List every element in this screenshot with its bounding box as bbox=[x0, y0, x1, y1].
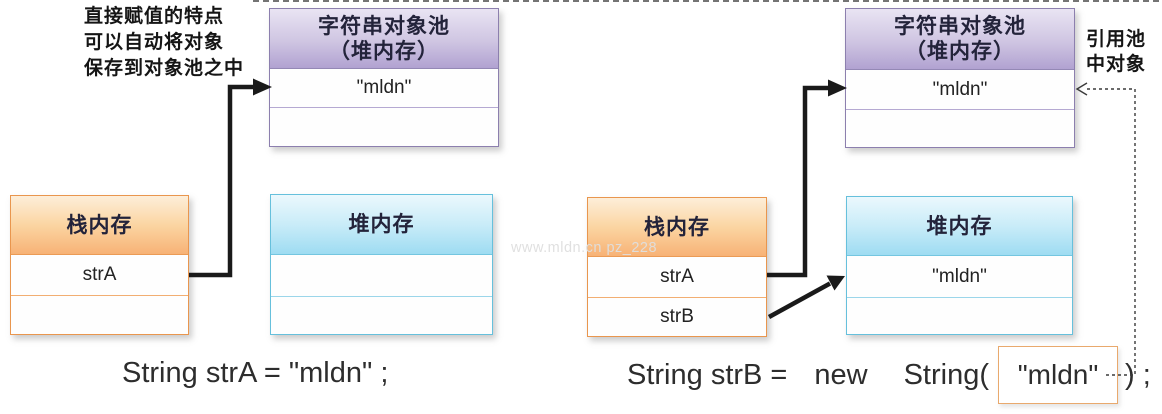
top-edge-line bbox=[253, 0, 1159, 2]
left-heap-box: 堆内存 bbox=[270, 194, 493, 335]
left-stack-row-empty bbox=[11, 295, 188, 334]
left-stack-row-strA: strA bbox=[11, 255, 188, 295]
left-stack-header: 栈内存 bbox=[11, 196, 188, 255]
right-code-statement: String strB = new String( "mldn" ) ; bbox=[627, 345, 1151, 405]
right-annotation-line1: 引用池 bbox=[1086, 29, 1147, 50]
left-code-statement: String strA = "mldn" ; bbox=[122, 357, 389, 389]
right-heap-row-empty bbox=[847, 297, 1072, 334]
right-string-pool-header: 字符串对象池 （堆内存） bbox=[846, 9, 1074, 70]
arrowhead-right-strB-to-heap-icon bbox=[826, 275, 845, 291]
right-string-pool-row-mldn: "mldn" bbox=[846, 70, 1074, 109]
right-stack-box: 栈内存 strA strB bbox=[587, 197, 767, 337]
right-code-close: ) ; bbox=[1125, 358, 1151, 391]
right-stack-row-strA: strA bbox=[588, 257, 766, 297]
left-heap-row-empty1 bbox=[271, 255, 492, 296]
left-string-pool-row-mldn: "mldn" bbox=[270, 69, 498, 107]
left-heap-row-empty2 bbox=[271, 296, 492, 334]
right-string-pool-title-line1: 字符串对象池 bbox=[894, 15, 1026, 38]
arrow-right-strA-to-pool bbox=[767, 85, 831, 278]
left-annotation-line2: 可以自动将对象 bbox=[84, 32, 225, 53]
right-stack-row-strB: strB bbox=[588, 297, 766, 336]
right-code-literal-box: "mldn" bbox=[998, 346, 1118, 404]
right-code-string-call: String( bbox=[903, 358, 989, 391]
left-string-pool-box: 字符串对象池 （堆内存） "mldn" bbox=[269, 8, 499, 147]
left-annotation: 直接赋值的特点 可以自动将对象 保存到对象池之中 bbox=[84, 4, 244, 82]
left-annotation-line3: 保存到对象池之中 bbox=[84, 58, 245, 79]
left-heap-header: 堆内存 bbox=[271, 195, 492, 255]
left-string-pool-header: 字符串对象池 （堆内存） bbox=[270, 9, 498, 69]
left-stack-box: 栈内存 strA bbox=[10, 195, 189, 335]
watermark: www.mldn.cn pz_228 bbox=[511, 240, 658, 256]
right-heap-row-mldn: "mldn" bbox=[847, 256, 1072, 297]
right-annotation: 引用池 中对象 bbox=[1086, 27, 1146, 77]
right-heap-box: 堆内存 "mldn" bbox=[846, 196, 1073, 335]
right-code-lhs: String strB = bbox=[627, 358, 788, 391]
right-annotation-line2: 中对象 bbox=[1086, 54, 1147, 75]
left-string-pool-title-line2: （堆内存） bbox=[329, 39, 439, 63]
arrow-left-strA-to-pool bbox=[189, 84, 256, 278]
arrowhead-dotted-literal-to-pool-icon bbox=[1075, 82, 1088, 96]
right-heap-header: 堆内存 bbox=[847, 197, 1072, 256]
right-string-pool-row-empty bbox=[846, 109, 1074, 147]
left-string-pool-row-empty bbox=[270, 107, 498, 146]
right-string-pool-title-line2: （堆内存） bbox=[905, 40, 1015, 63]
arrow-right-strB-to-heap bbox=[767, 281, 832, 319]
left-string-pool-title-line1: 字符串对象池 bbox=[318, 14, 450, 38]
left-annotation-line1: 直接赋值的特点 bbox=[84, 6, 225, 27]
dotted-arrow-literal-to-pool bbox=[1087, 88, 1136, 376]
right-stack-header: 栈内存 bbox=[588, 198, 766, 257]
right-code-new-keyword: new bbox=[814, 358, 868, 391]
right-string-pool-box: 字符串对象池 （堆内存） "mldn" bbox=[845, 8, 1075, 148]
